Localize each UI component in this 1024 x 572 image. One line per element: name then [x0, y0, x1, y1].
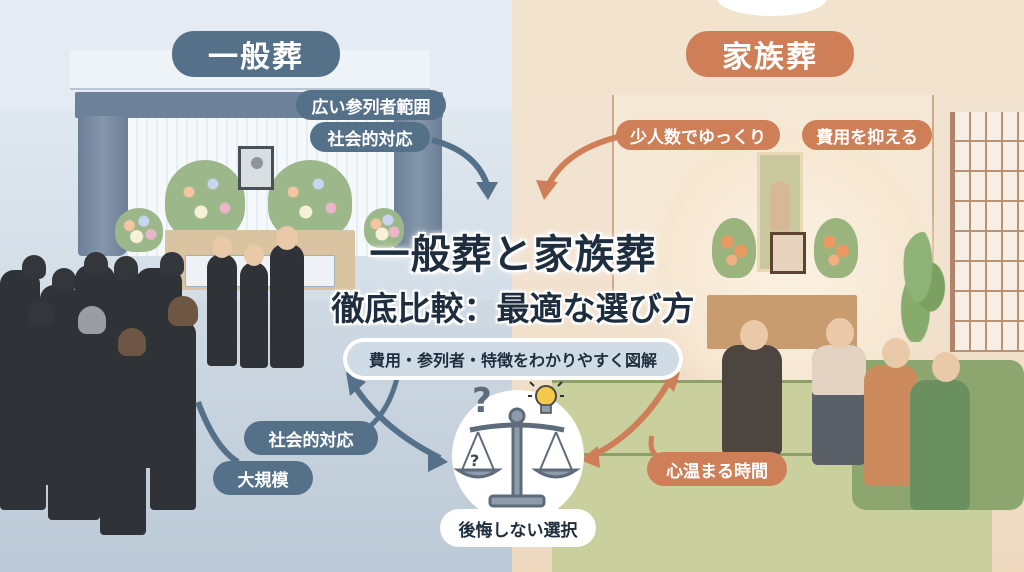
- mourner-figure: [48, 330, 100, 520]
- main-subtitle: 徹底比較：最適な選び方: [331, 289, 695, 328]
- flower-arrangement: [268, 160, 352, 240]
- title-block: 一般葬と家族葬 徹底比較：最適な選び方 費用・参列者・特徴をわかりやすく図解: [290, 222, 736, 380]
- mourner-head: [118, 328, 146, 356]
- family-funeral-label: 家族葬: [686, 31, 854, 77]
- mourner-figure: [270, 244, 304, 368]
- mourner-head: [84, 252, 108, 276]
- tag-lower-cost: 費用を抑える: [802, 120, 932, 150]
- tag-social-response-lower: 社会的対応: [244, 421, 378, 455]
- flower-arrangement: [814, 218, 858, 278]
- mourner-head: [28, 300, 54, 326]
- person-head: [740, 320, 768, 350]
- potted-plant: [898, 232, 948, 342]
- tag-heartwarming-time: 心温まる時間: [647, 452, 787, 486]
- tag-social-response: 社会的対応: [310, 122, 430, 152]
- mourner-figure: [240, 262, 268, 368]
- person-head: [882, 338, 910, 368]
- person-head: [826, 318, 854, 348]
- shoji-screen: [950, 112, 1024, 352]
- mourner-head: [160, 252, 184, 276]
- tag-small-relaxed: 少人数でゆっくり: [616, 120, 780, 150]
- tag-large-scale: 大規模: [213, 461, 313, 495]
- woman-sweater: [812, 345, 866, 395]
- flower-arrangement: [115, 208, 163, 252]
- flower-arrangement: [712, 218, 756, 278]
- scale-circle: [452, 390, 584, 522]
- memorial-portrait: [770, 232, 806, 274]
- mourner-figure: [100, 350, 146, 535]
- general-funeral-label: 一般葬: [172, 31, 340, 77]
- mourner-figure: [0, 320, 46, 510]
- main-title: 一般葬と家族葬: [369, 232, 657, 278]
- mourner-head: [22, 255, 46, 279]
- funeral-director-figure: [722, 345, 782, 455]
- person-head: [932, 352, 960, 382]
- mourner-head: [244, 244, 264, 266]
- tag-wide-attendance: 広い参列者範囲: [296, 90, 446, 120]
- no-regret-choice-label: 後悔しない選択: [440, 509, 596, 547]
- woman-figure: [864, 365, 918, 485]
- mourner-head: [212, 236, 232, 258]
- mourner-head: [114, 256, 138, 280]
- mourner-head: [78, 306, 106, 334]
- flower-arrangement: [165, 160, 245, 240]
- mourner-figure: [207, 254, 237, 366]
- caption-pill: 費用・参列者・特徴をわかりやすく図解: [342, 338, 683, 380]
- mourner-head: [276, 226, 298, 250]
- mourner-head: [52, 268, 76, 292]
- flower-arrangement: [364, 208, 404, 248]
- mourner-figure: [150, 320, 196, 510]
- mourner-head: [168, 296, 198, 326]
- memorial-portrait: [238, 146, 274, 190]
- ceiling-lamp: [717, 0, 827, 16]
- man-figure: [910, 380, 970, 510]
